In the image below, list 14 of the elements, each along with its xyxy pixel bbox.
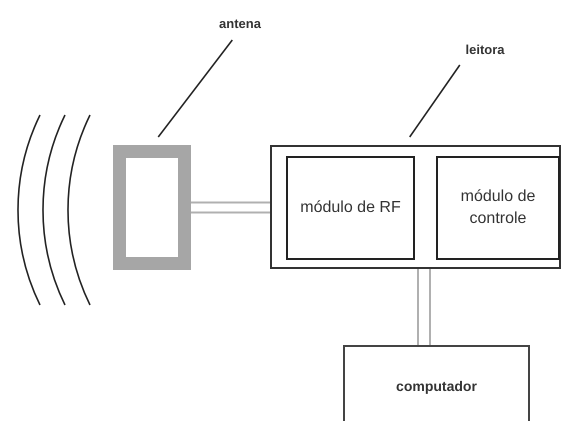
- module-box: [286, 156, 415, 260]
- leader-line: [409, 64, 460, 138]
- leader-line: [158, 40, 233, 138]
- double-connector: [190, 202, 271, 214]
- computer-box: [343, 345, 530, 421]
- node-label: computador: [395, 377, 478, 396]
- node-label: módulo de RF: [299, 198, 402, 218]
- callout-label: antena: [205, 12, 275, 34]
- double-connector: [417, 268, 431, 346]
- reader-box: [270, 145, 561, 269]
- module-box: [436, 156, 560, 260]
- callout-label: leitora: [450, 38, 520, 60]
- antenna-frame: [113, 145, 191, 270]
- node-label: módulo de controle: [460, 186, 536, 229]
